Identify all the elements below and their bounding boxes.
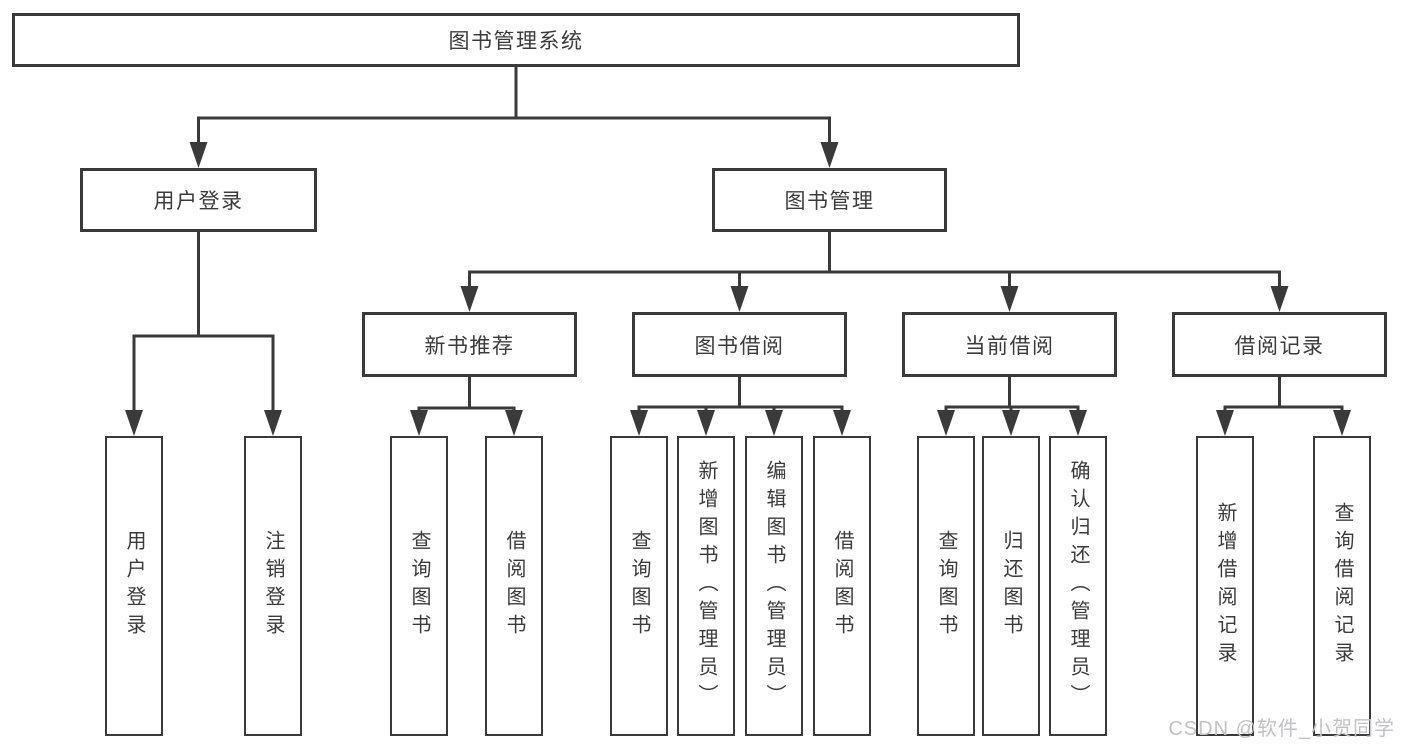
leaf-query-book-newrec: 查询图书 <box>390 436 448 736</box>
connector-current-borrow-to-leaves <box>937 377 1087 436</box>
leaf-return-book-label: 归还图书 <box>1000 530 1022 642</box>
leaf-query-book-borrow-label: 查询图书 <box>628 530 650 642</box>
leaf-user-login: 用户登录 <box>105 436 163 736</box>
leaf-add-book-admin-label: 新增图书（管理员） <box>695 460 717 712</box>
leaf-borrow-book-newrec: 借阅图书 <box>485 436 543 736</box>
node-root-system: 图书管理系统 <box>12 13 1020 67</box>
node-new-book-recommend-label: 新书推荐 <box>424 334 515 358</box>
leaf-edit-book-admin-label: 编辑图书（管理员） <box>763 460 785 712</box>
watermark: CSDN @软件_小贺同学 <box>1168 718 1395 740</box>
node-book-borrow: 图书借阅 <box>632 312 847 377</box>
leaf-query-borrow-record-label: 查询借阅记录 <box>1331 502 1353 670</box>
leaf-logout-login: 注销登录 <box>244 436 302 736</box>
leaf-confirm-return-admin-label: 确认归还（管理员） <box>1067 460 1089 712</box>
leaf-query-book-current-label: 查询图书 <box>935 530 957 642</box>
connector-borrow-records-to-leaves <box>1216 377 1351 436</box>
leaf-add-book-admin: 新增图书（管理员） <box>677 436 735 736</box>
node-borrow-records-label: 借阅记录 <box>1234 334 1325 358</box>
connector-book-borrow-to-leaves <box>630 377 851 436</box>
node-current-borrow: 当前借阅 <box>902 312 1117 377</box>
connector-user-login-to-leaves <box>125 232 282 436</box>
leaf-edit-book-admin: 编辑图书（管理员） <box>745 436 803 736</box>
node-book-borrow-label: 图书借阅 <box>694 334 785 358</box>
node-book-management: 图书管理 <box>712 168 947 232</box>
node-user-login-label: 用户登录 <box>153 190 244 213</box>
node-borrow-records: 借阅记录 <box>1172 312 1387 377</box>
leaf-add-borrow-record: 新增借阅记录 <box>1196 436 1254 736</box>
leaf-add-borrow-record-label: 新增借阅记录 <box>1214 502 1236 670</box>
leaf-logout-login-label: 注销登录 <box>262 530 284 642</box>
node-book-management-label: 图书管理 <box>784 190 875 213</box>
leaf-query-book-borrow: 查询图书 <box>610 436 668 736</box>
leaf-confirm-return-admin: 确认归还（管理员） <box>1049 436 1107 736</box>
node-root-label: 图书管理系统 <box>448 30 584 53</box>
leaf-query-borrow-record: 查询借阅记录 <box>1313 436 1371 736</box>
node-new-book-recommend: 新书推荐 <box>362 312 577 377</box>
leaf-borrow-book-newrec-label: 借阅图书 <box>503 530 525 642</box>
leaf-borrow-book: 借阅图书 <box>813 436 871 736</box>
node-user-login: 用户登录 <box>80 168 317 232</box>
connector-book-mgmt-to-level3 <box>460 232 1289 312</box>
connector-new-book-to-leaves <box>410 377 523 436</box>
node-current-borrow-label: 当前借阅 <box>964 334 1055 358</box>
leaf-user-login-label: 用户登录 <box>123 530 145 642</box>
leaf-query-book-current: 查询图书 <box>917 436 975 736</box>
leaf-return-book: 归还图书 <box>982 436 1040 736</box>
connector-root-to-level2 <box>189 67 839 168</box>
leaf-borrow-book-label: 借阅图书 <box>831 530 853 642</box>
leaf-query-book-newrec-label: 查询图书 <box>408 530 430 642</box>
